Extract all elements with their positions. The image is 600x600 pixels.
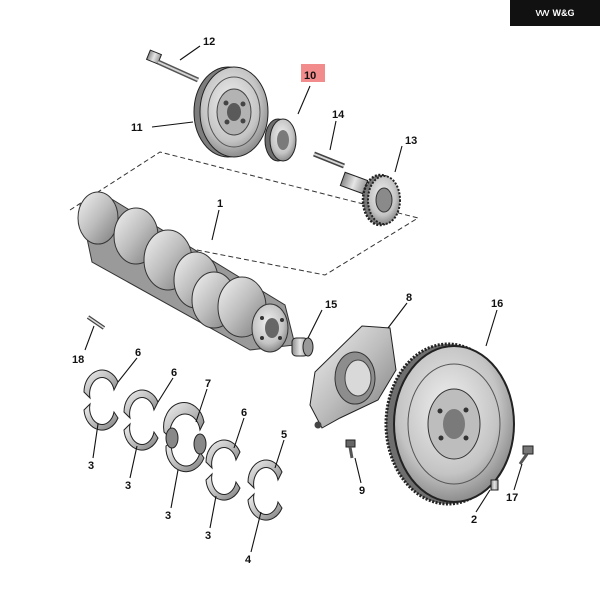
callout-7: 7 bbox=[205, 378, 211, 390]
callout-5: 5 bbox=[281, 429, 287, 441]
callout-8: 8 bbox=[406, 292, 412, 304]
timing-spacer-ring bbox=[264, 118, 297, 162]
callout-18: 18 bbox=[72, 354, 84, 366]
callout-3b: 3 bbox=[125, 480, 131, 492]
callout-3d: 3 bbox=[205, 530, 211, 542]
callout-1: 1 bbox=[217, 198, 223, 210]
callout-13: 13 bbox=[405, 135, 417, 147]
bearing-shell-pair-2 bbox=[123, 389, 159, 451]
bearing-shell-pair-1 bbox=[83, 369, 119, 431]
woodruff-pin bbox=[313, 151, 345, 169]
brand-mark: VVV bbox=[535, 8, 549, 18]
callout-2: 2 bbox=[471, 514, 477, 526]
leader-lines bbox=[84, 45, 523, 553]
assembly-bracket bbox=[69, 151, 420, 276]
crankshaft bbox=[77, 191, 296, 353]
callout-6c: 6 bbox=[241, 407, 247, 419]
callout-15: 15 bbox=[325, 299, 337, 311]
locating-pin bbox=[86, 315, 106, 330]
dowel-pin bbox=[490, 479, 499, 491]
flywheel bbox=[384, 342, 515, 506]
crankshaft-rear-plate bbox=[309, 325, 397, 429]
crankshaft-pulley bbox=[193, 66, 269, 158]
pilot-bush bbox=[291, 337, 314, 357]
callout-6a: 6 bbox=[135, 347, 141, 359]
callout-6b: 6 bbox=[171, 367, 177, 379]
callout-12: 12 bbox=[203, 36, 215, 48]
callout-17: 17 bbox=[506, 492, 518, 504]
callout-3a: 3 bbox=[88, 460, 94, 472]
callout-11: 11 bbox=[131, 122, 143, 134]
crankshaft-pulley-bolt bbox=[145, 49, 200, 83]
callout-10: 10 bbox=[304, 70, 316, 82]
bearing-shell-pair-3 bbox=[205, 439, 241, 501]
callout-10-highlight bbox=[301, 64, 325, 82]
callout-16: 16 bbox=[491, 298, 503, 310]
brand-name: W&G bbox=[552, 8, 575, 18]
callout-14: 14 bbox=[332, 109, 345, 121]
bearing-shell-pair-4 bbox=[247, 459, 283, 521]
callout-4: 4 bbox=[245, 554, 252, 566]
plate-screw bbox=[345, 439, 356, 459]
brand-logo: VVV W&G bbox=[510, 0, 600, 26]
timing-sprocket bbox=[339, 171, 401, 227]
flywheel-bolt bbox=[518, 445, 534, 465]
thrust-bearing-pair bbox=[163, 402, 207, 473]
callout-3c: 3 bbox=[165, 510, 171, 522]
callout-9: 9 bbox=[359, 485, 365, 497]
